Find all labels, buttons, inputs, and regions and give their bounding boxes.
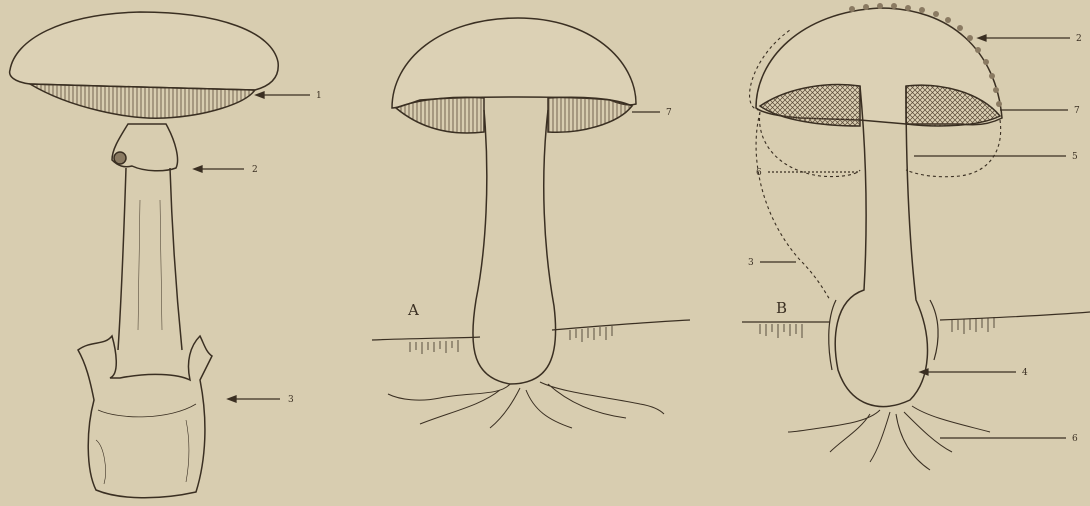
middle-gills-right: [548, 97, 632, 132]
left-mushroom: [10, 12, 279, 498]
callout-left-volva-label: 3: [288, 395, 294, 405]
middle-ground: [372, 320, 690, 340]
middle-roots: [388, 382, 664, 428]
figure-letter-b: B: [776, 299, 787, 317]
middle-mushroom: [372, 18, 690, 428]
callout-right-veil-label: 3: [748, 258, 754, 268]
figure-letter-a: A: [407, 301, 419, 319]
left-stem: [118, 168, 182, 350]
middle-cap: [392, 18, 636, 108]
callout-right-stem-label: 5: [1072, 152, 1078, 162]
left-gills: [30, 84, 255, 118]
right-ground: [742, 312, 1090, 322]
right-stem: [835, 86, 927, 407]
callout-right-mycelium-label: 6: [1072, 434, 1078, 444]
callout-right-inner-label: 6: [756, 168, 762, 178]
callout-right-bulb-label: 4: [1022, 368, 1028, 378]
left-cap: [10, 12, 279, 90]
callout-left-cap-label: 1: [316, 91, 322, 101]
middle-stem: [473, 110, 556, 384]
callout-middle-gills-label: 7: [666, 108, 672, 118]
callout-right-warts-label: 2: [1076, 34, 1082, 44]
callout-left-ring-label: 2: [252, 165, 258, 175]
callout-right-gills-label: 7: [1074, 106, 1080, 116]
right-mushroom: [742, 3, 1090, 470]
